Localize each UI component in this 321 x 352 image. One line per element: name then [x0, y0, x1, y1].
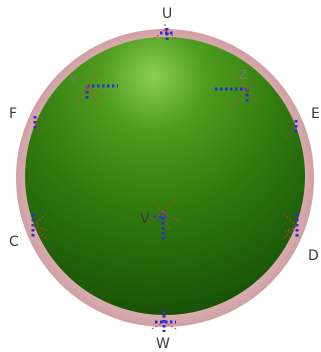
node-f-axes	[33, 115, 45, 134]
label-u: U	[162, 6, 172, 22]
node-y-axes	[75, 71, 118, 107]
label-z: Z	[239, 68, 247, 82]
node-d-axes	[281, 213, 299, 241]
node-v-axes	[147, 197, 182, 242]
label-w: W	[156, 336, 170, 352]
node-u-axes	[151, 22, 179, 41]
node-e-axes	[285, 119, 298, 138]
label-v: V	[140, 211, 150, 227]
node-z-axes	[215, 74, 259, 108]
node-w-axes	[149, 310, 179, 332]
node-c-axes	[31, 213, 49, 241]
label-c: C	[9, 234, 19, 250]
label-e: E	[311, 106, 320, 122]
green-sphere	[25, 37, 305, 315]
label-y: Y	[69, 73, 78, 87]
label-f: F	[9, 106, 17, 122]
label-d: D	[308, 248, 319, 264]
